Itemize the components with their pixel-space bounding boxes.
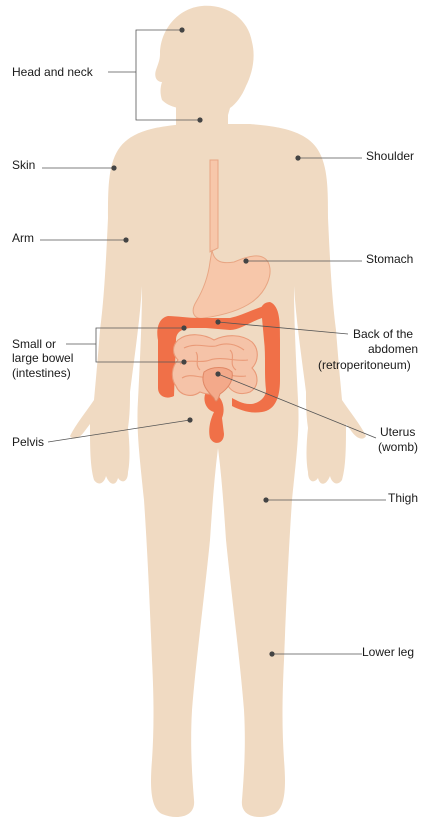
label-thigh: Thigh <box>388 491 418 505</box>
large-bowel <box>157 302 280 443</box>
stomach-organ <box>192 249 271 319</box>
leader-lines <box>40 27 386 657</box>
body-silhouette <box>70 5 366 818</box>
label-pelvis: Pelvis <box>12 435 44 449</box>
label-bowel-line3: (intestines) <box>12 366 71 380</box>
label-bowel-line1: Small or <box>12 337 56 351</box>
label-back-line3: (retroperitoneum) <box>318 358 411 372</box>
label-stomach: Stomach <box>366 252 413 266</box>
label-bowel-line2: large bowel <box>12 351 73 365</box>
label-arm: Arm <box>12 231 34 245</box>
label-uterus-line1: Uterus <box>380 425 415 439</box>
small-intestine <box>171 334 258 396</box>
labels: Head and neck Skin Arm Small or large bo… <box>12 65 418 659</box>
label-lower-leg: Lower leg <box>362 645 414 659</box>
label-back-line2: abdomen <box>368 342 418 356</box>
label-skin: Skin <box>12 158 35 172</box>
label-uterus-line2: (womb) <box>378 440 418 454</box>
label-head-and-neck: Head and neck <box>12 65 94 79</box>
label-back-line1: Back of the <box>353 327 413 341</box>
uterus-organ <box>202 367 233 402</box>
label-shoulder: Shoulder <box>366 149 414 163</box>
head <box>155 5 254 122</box>
oesophagus <box>209 159 219 253</box>
torso-arms-legs <box>70 124 366 818</box>
